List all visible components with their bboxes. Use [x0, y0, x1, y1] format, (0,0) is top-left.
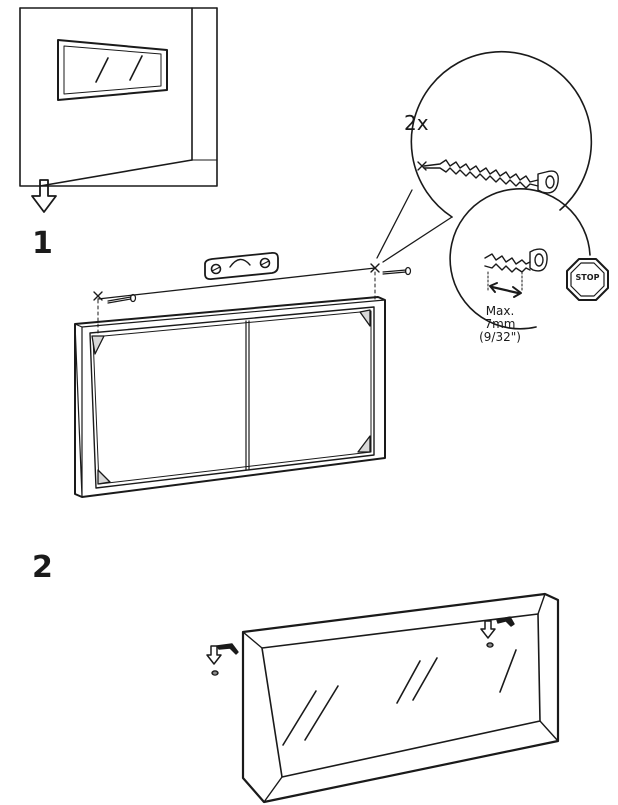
- max-mm-label: 7mm: [484, 317, 516, 332]
- max-inch-label: (9/32"): [479, 330, 521, 345]
- mirror-frame-back: [74, 296, 386, 498]
- wall-mirror: [57, 39, 168, 101]
- mirror-front: [241, 592, 560, 804]
- step-number-1: 1: [32, 226, 53, 261]
- drill-mark-left: [93, 291, 103, 341]
- large-screw: [417, 159, 559, 194]
- screw-left: [107, 293, 137, 304]
- step-number-2: 2: [32, 550, 53, 585]
- max-label: Max.: [485, 304, 515, 318]
- detail-circle-depth: [449, 188, 591, 330]
- quantity-label: 2x: [404, 111, 429, 135]
- zoom-arrow-icon: [31, 179, 57, 213]
- max-depth-label: Max. 7mm (9/32"): [470, 304, 530, 345]
- step1-wall-line: [97, 267, 376, 300]
- hanging-bracket: [204, 251, 279, 281]
- screw-depth-detail: [484, 248, 548, 298]
- stop-sign-text: STOP: [575, 273, 600, 282]
- wall-hook-left: [206, 643, 239, 676]
- overview-panel: [19, 7, 218, 187]
- detail-circle-screw: [376, 50, 593, 263]
- wall-hook-right: [480, 616, 515, 648]
- stop-sign-icon: [566, 258, 609, 301]
- screw-right: [382, 266, 412, 276]
